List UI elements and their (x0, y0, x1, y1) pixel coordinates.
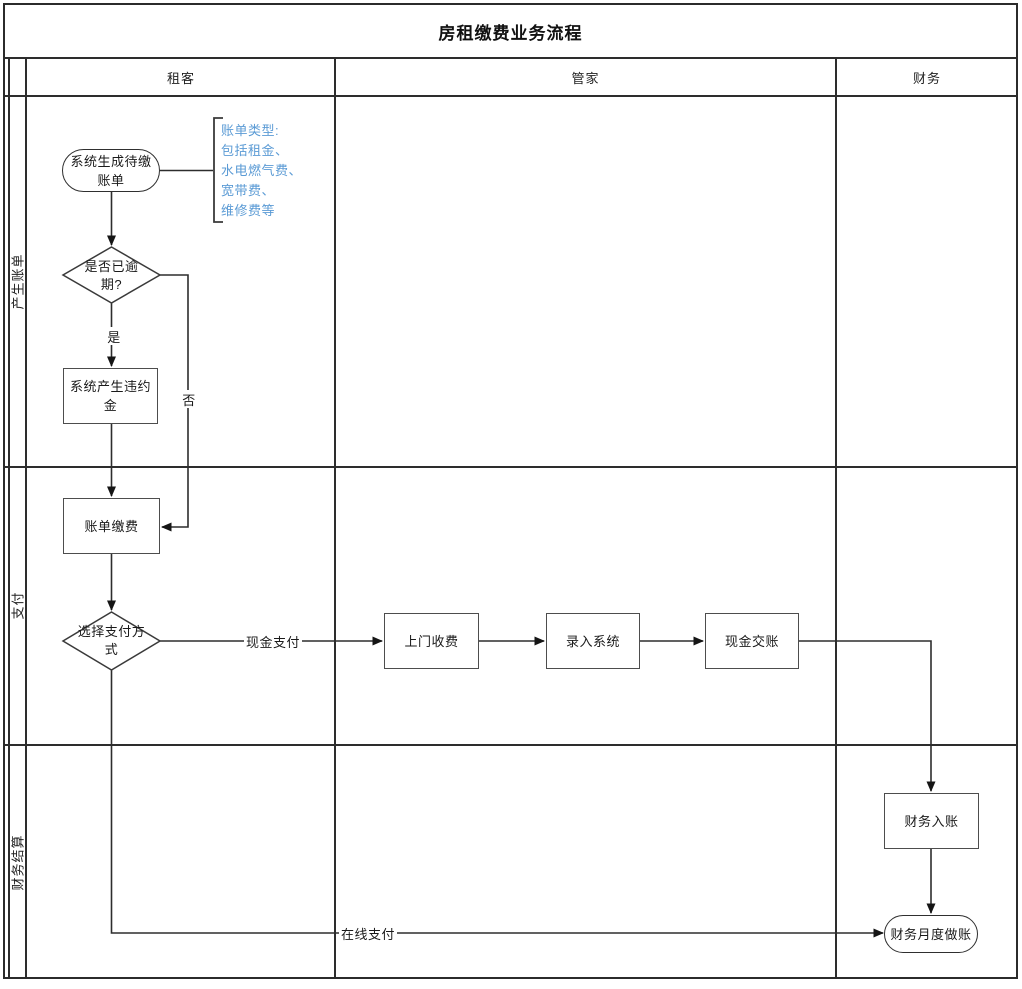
flow-node-bill-pay: 账单缴费 (63, 498, 160, 554)
note-line: 维修费等 (221, 203, 276, 218)
column-divider-2 (835, 58, 837, 977)
page-title: 房租缴费业务流程 (438, 23, 583, 43)
flow-node-finance-entry: 财务入账 (884, 793, 979, 849)
edge-label-no: 否 (178, 390, 200, 408)
lane-header-finance-label: 财务 (912, 70, 941, 86)
edge-label-online-payment: 在线支付 (339, 924, 397, 942)
edge-label-cash-payment: 现金支付 (244, 632, 302, 650)
row-divider-1 (5, 466, 1017, 468)
lane-header-finance: 财务 (837, 58, 1017, 96)
column-divider-1 (334, 58, 336, 977)
flow-node-overdue-decision: 是否已逾期? (84, 259, 139, 292)
note-bill-types: 账单类型: 包括租金、 水电燃气费、 宽带费、 维修费等 (221, 121, 302, 221)
flow-node-cash-handover: 现金交账 (705, 613, 799, 669)
note-line: 账单类型: (221, 123, 280, 138)
flow-node-pay-method-decision: 选择支付方式 (77, 624, 146, 657)
lane-header-housekeeper-label: 管家 (571, 70, 600, 86)
row-divider-2 (5, 744, 1017, 746)
flow-node-penalty: 系统产生违约金 (63, 368, 158, 424)
header-separator-line (5, 95, 1017, 97)
flow-node-start: 系统生成待缴账单 (62, 149, 160, 192)
flow-node-enter-system: 录入系统 (546, 613, 640, 669)
overdue-decision-shape (61, 246, 162, 304)
flow-node-monthly-accounting: 财务月度做账 (884, 915, 978, 953)
diagram-outer-border (3, 3, 1018, 979)
label-strip-right-line (25, 58, 27, 977)
lane-header-tenant-label: 租客 (166, 70, 195, 86)
flow-node-door-collect: 上门收费 (384, 613, 479, 669)
note-line: 宽带费、 (221, 183, 276, 198)
lane-header-housekeeper: 管家 (336, 58, 835, 96)
lane-header-tenant: 租客 (27, 58, 335, 96)
edge-label-yes: 是 (103, 327, 125, 345)
connector-cashhandover-to-financeentry (799, 640, 936, 792)
note-bracket (213, 117, 223, 223)
title-separator-line (3, 57, 1018, 59)
pay-method-decision-shape (61, 611, 162, 671)
label-strip-left-line (8, 58, 10, 977)
connector-paymethod-online-to-monthly (110, 670, 884, 938)
note-line: 包括租金、 (221, 143, 289, 158)
note-line: 水电燃气费、 (221, 163, 303, 178)
